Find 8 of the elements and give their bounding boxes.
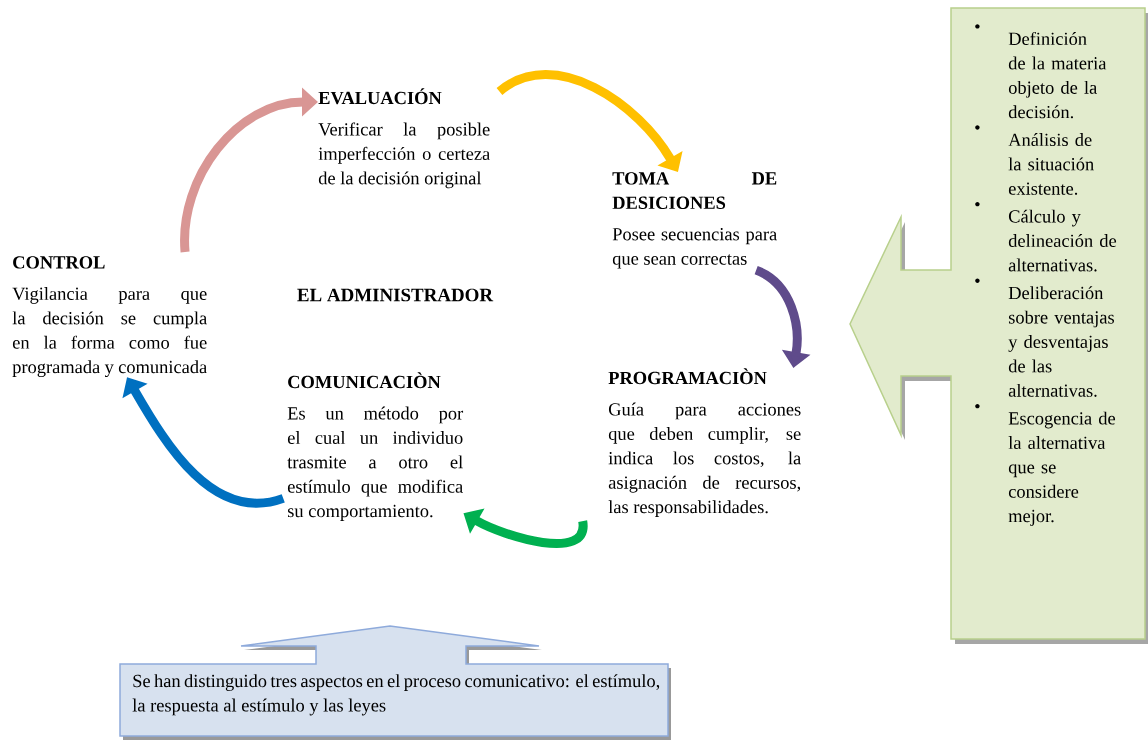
curved-arrow: [497, 70, 683, 172]
curved-arrow: [122, 377, 285, 508]
stage-text: EVALUACIÓN Verificar la posible imperfección o certeza de la decisión original: [318, 88, 490, 189]
stage-text: COMUNICACIÒN Es un método por el cual un individuo trasmite a otro el estímulo que modifica su comportamiento.: [287, 372, 464, 521]
stage-text: TOMA DE DESICIONES Posee secuencias para que sean correctas: [612, 172, 777, 269]
stage-text: PROGRAMACIÒN Guía para acciones que deben cumplir, se indica los costos, la asignación de recursos, las responsabilidades.: [608, 368, 801, 517]
stage-text: CONTROL Vigilancia para que la decisión se cumpla en la forma como fue programada y comunicada: [12, 256, 207, 377]
center-title: EL ADMINISTRADOR: [297, 288, 494, 302]
